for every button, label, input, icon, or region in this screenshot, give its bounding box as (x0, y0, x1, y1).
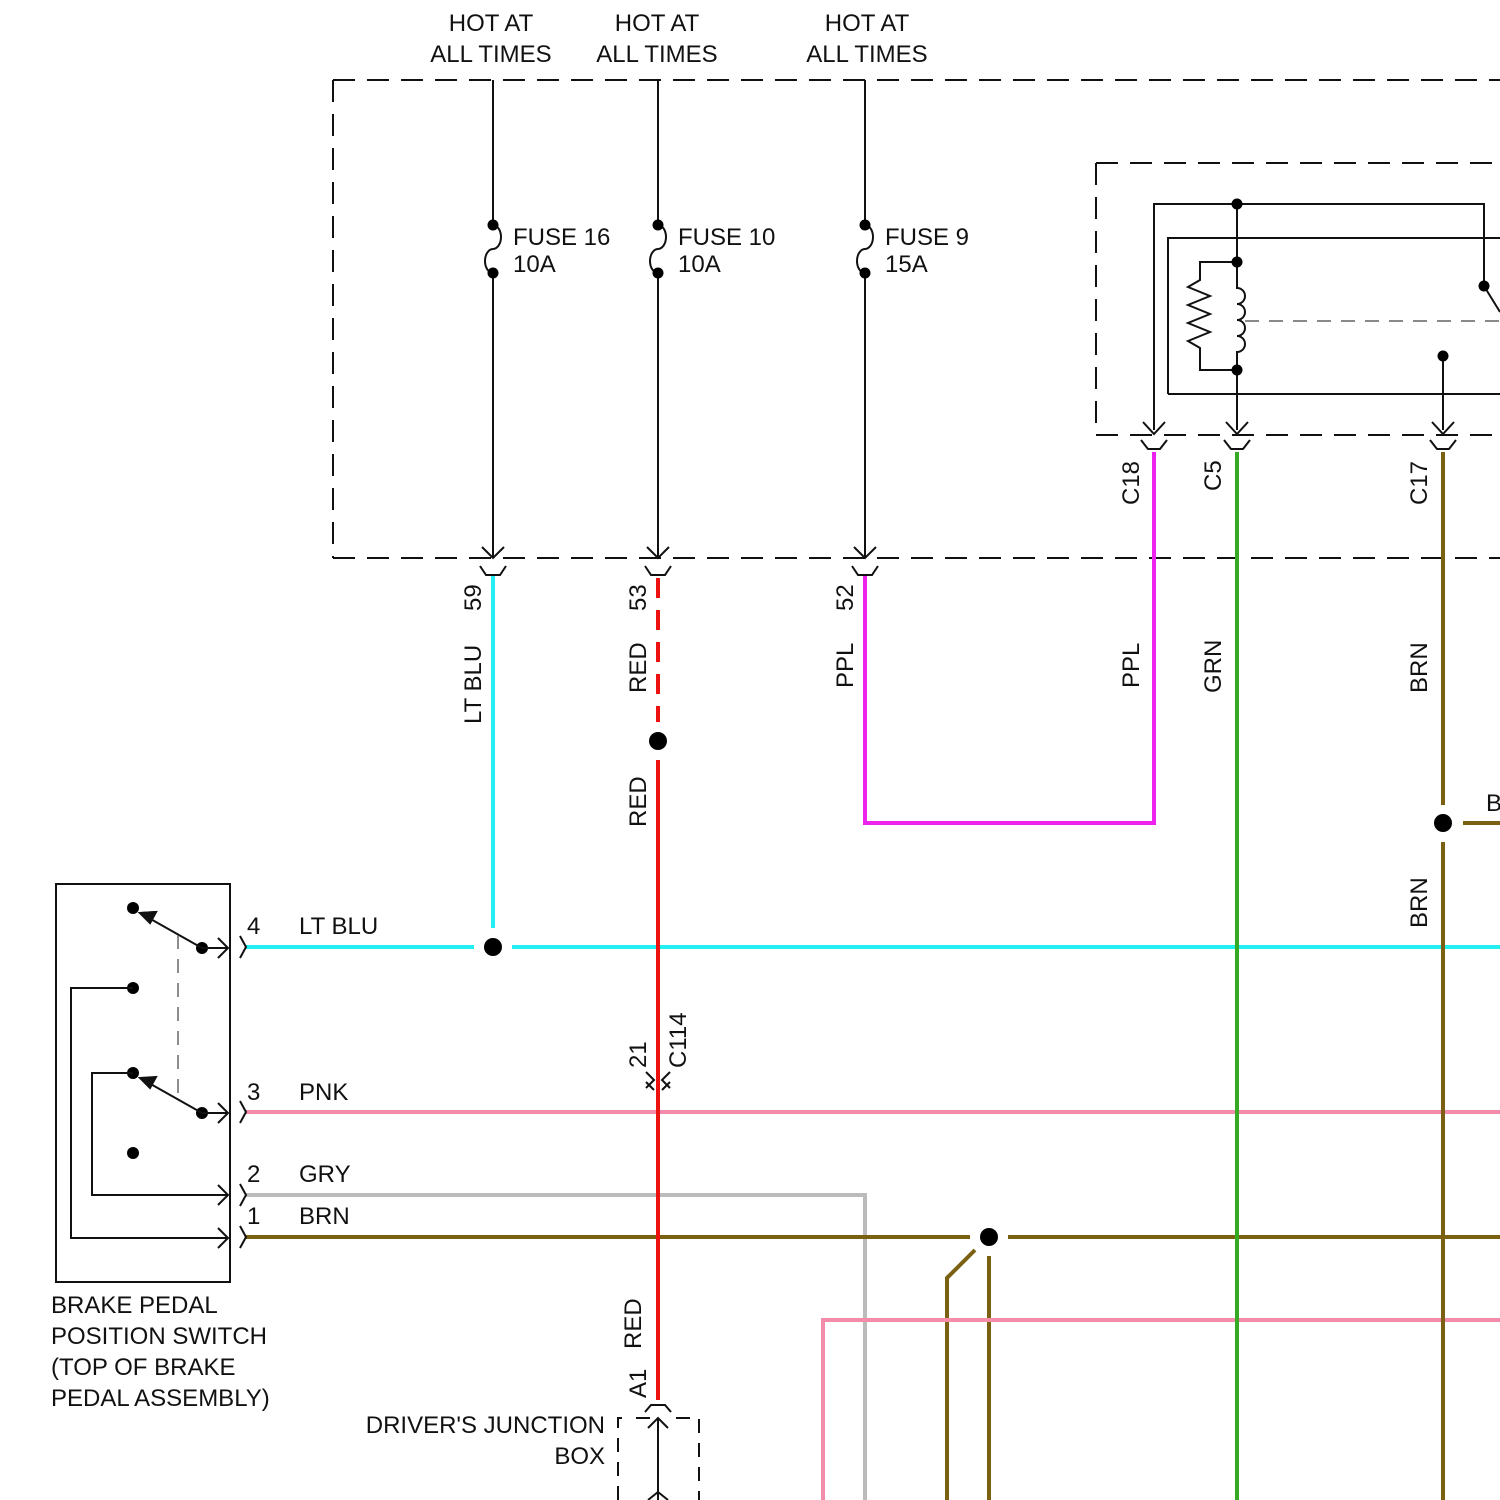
pin-label: 2 (247, 1161, 260, 1188)
all-times-label: ALL TIMES (430, 41, 551, 68)
connector-icon (240, 936, 246, 1248)
component-label: (TOP OF BRAKE (51, 1354, 236, 1381)
junction-wire (648, 1418, 668, 1500)
hot-at-label: HOT AT (825, 10, 910, 37)
wire-brn-branch (947, 1250, 989, 1500)
wire-label: BRN (299, 1203, 350, 1230)
brake-pedal-position-switch: 4 LT BLU 3 PNK 2 GRY 1 BRN BRAKE PEDAL P… (51, 884, 378, 1412)
component-label: BRAKE PEDAL (51, 1292, 218, 1319)
connector-label: C114 (665, 1012, 692, 1068)
fuse-label: FUSE 16 (513, 224, 610, 251)
all-times-label: ALL TIMES (596, 41, 717, 68)
fuse-terminal-dot (488, 220, 499, 231)
pin-label: 3 (247, 1079, 260, 1106)
wire-label: BRN (1406, 877, 1433, 928)
connector-label: C18 (1118, 461, 1145, 505)
all-times-label: ALL TIMES (806, 41, 927, 68)
splice-dot (980, 1228, 998, 1246)
power-header-3: HOT AT ALL TIMES (806, 10, 927, 68)
connector-icon (480, 566, 506, 575)
connector-icon (852, 566, 878, 575)
pin-label: 52 (832, 584, 859, 611)
relay (1096, 163, 1500, 449)
wire-label: PNK (299, 1079, 348, 1106)
wire-label: GRY (299, 1161, 351, 1188)
wire-label: GRN (1200, 640, 1227, 693)
connector-icon (1141, 440, 1456, 449)
pin-label: A1 (625, 1369, 652, 1398)
wire-label: RED (625, 642, 652, 693)
wire-label: LT BLU (299, 913, 378, 940)
fuse-label: FUSE 9 (885, 224, 969, 251)
splice-dot (649, 732, 667, 750)
wire-label: BRN (1406, 642, 1433, 693)
coil-icon (1237, 262, 1245, 430)
switch-arm (140, 1078, 228, 1123)
arrow-icon (1143, 422, 1454, 434)
junction-dot (1232, 257, 1243, 268)
component-label: PEDAL ASSEMBLY) (51, 1385, 270, 1412)
component-label: DRIVER'S JUNCTION (366, 1412, 605, 1439)
wire-pnk-lower (823, 1320, 1500, 1500)
pin-label: 21 (625, 1041, 652, 1068)
fuse-icon (854, 80, 876, 558)
fuse-terminal-dot (653, 220, 664, 231)
fuse-rating: 15A (885, 251, 928, 278)
pin-label: 4 (247, 913, 260, 940)
fuse-terminal-dot (488, 268, 499, 279)
connector-icon (645, 566, 671, 575)
junction-dot (1232, 199, 1243, 210)
wire-label: RED (620, 1298, 647, 1349)
pin-label: 59 (460, 584, 487, 611)
fuse-label: FUSE 10 (678, 224, 775, 251)
connector-icon (645, 1405, 671, 1412)
fuse-rating: 10A (678, 251, 721, 278)
connector-label: C17 (1406, 461, 1433, 505)
fuse-icon (647, 80, 669, 558)
wire-label: RED (625, 776, 652, 827)
fuse-terminal-dot (860, 268, 871, 279)
resistor-icon (1188, 262, 1237, 370)
component-label: POSITION SWITCH (51, 1323, 267, 1350)
component-label: BOX (554, 1443, 605, 1470)
power-header-2: HOT AT ALL TIMES (596, 10, 717, 68)
drivers-junction-box: RED A1 DRIVER'S JUNCTION BOX (366, 1298, 699, 1500)
connector-label: C5 (1200, 460, 1227, 491)
wire-label: LT BLU (460, 645, 487, 724)
fuse-icon (482, 80, 504, 558)
fuse-box-outline (333, 80, 1500, 558)
fuse-terminal-dot (653, 268, 664, 279)
pin-label: 53 (625, 584, 652, 611)
power-header-1: HOT AT ALL TIMES (430, 10, 551, 68)
pin-label: 1 (247, 1203, 260, 1230)
wire-ppl (865, 452, 1154, 823)
wire-label: PPL (832, 643, 859, 688)
hot-at-label: HOT AT (449, 10, 534, 37)
fuse-rating: 10A (513, 251, 556, 278)
contact-dot (127, 1147, 139, 1159)
wire-label: B (1486, 790, 1500, 817)
splice-dot (1434, 814, 1452, 832)
wire-brn-relay (1443, 452, 1500, 1500)
fuse-terminal-dot (860, 220, 871, 231)
wire-label: PPL (1118, 643, 1145, 688)
splice-dot (484, 938, 502, 956)
contact-dot (127, 902, 139, 914)
contact-dot (1479, 281, 1490, 292)
junction-dot (1232, 365, 1243, 376)
switch-wire (92, 1073, 228, 1205)
contact-dot (1438, 351, 1449, 362)
hot-at-label: HOT AT (615, 10, 700, 37)
